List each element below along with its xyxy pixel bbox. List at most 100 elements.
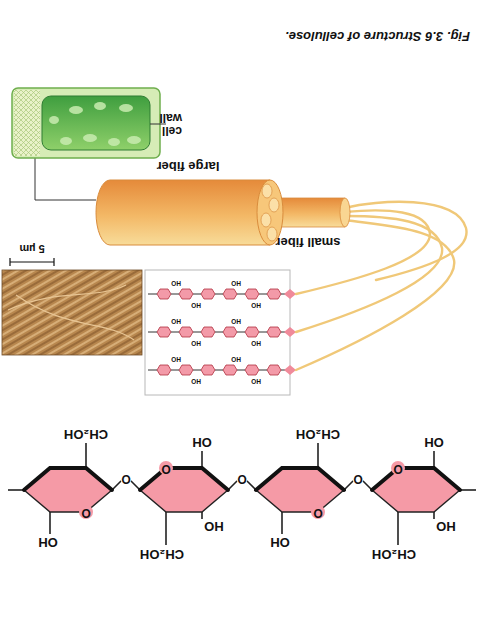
cell-wall-mesh xyxy=(14,90,40,156)
cell-interior xyxy=(42,96,150,150)
glycosidic-bond xyxy=(246,480,256,490)
substituent-bond xyxy=(165,512,167,545)
figure-label: small fiber xyxy=(275,235,340,249)
substituent-bond xyxy=(85,443,87,468)
substituent-bond xyxy=(49,512,51,534)
substituent-bond xyxy=(433,451,435,468)
atom-label: HO xyxy=(191,339,201,346)
substituent-bond xyxy=(433,512,435,519)
atom-label: HO xyxy=(171,355,181,362)
glucose-ring xyxy=(24,468,112,512)
chloroplast xyxy=(94,102,106,110)
chloroplast xyxy=(49,116,59,124)
oxygen-atom: O xyxy=(161,461,170,474)
scale-bar xyxy=(10,258,54,266)
large-fiber xyxy=(96,180,270,245)
figure-label: cell wall xyxy=(152,111,182,137)
ring-oxygen-masks xyxy=(79,461,405,519)
oxygen-mask xyxy=(236,472,248,484)
ring-front-edge xyxy=(140,468,228,490)
fiber-cross-sections xyxy=(261,184,279,241)
atom-label: HO xyxy=(171,279,181,286)
oxygen-atom: O xyxy=(121,471,130,484)
small-fiber-end xyxy=(340,198,350,227)
atom-label: HO xyxy=(251,377,261,384)
glucose-ring xyxy=(140,468,228,512)
oxygen-atom: O xyxy=(353,471,362,484)
scale-bar-tick xyxy=(9,258,10,266)
glycosidic-bond xyxy=(344,480,354,490)
microfibril-strand xyxy=(345,202,467,280)
glucose-chain xyxy=(148,327,296,337)
ring-front-edge xyxy=(372,468,460,490)
scale-bar-line xyxy=(10,261,54,262)
chloroplast xyxy=(127,136,141,144)
cell xyxy=(12,88,160,158)
oxygen-mask xyxy=(79,505,93,519)
chain-end-bond xyxy=(460,489,476,491)
atom-label: HO xyxy=(231,317,241,324)
oxygen-mask xyxy=(391,461,405,475)
chloroplasts xyxy=(49,102,141,146)
ring-front-edge xyxy=(256,468,344,490)
oxygen-atom: O xyxy=(237,471,246,484)
substituent-bond xyxy=(201,451,203,468)
ring-front-edge xyxy=(24,468,112,490)
oxygen-mask xyxy=(352,472,364,484)
glucose-ring xyxy=(256,468,344,512)
figure-label: large fiber xyxy=(157,159,220,173)
chloroplast xyxy=(83,134,97,142)
micrograph-texture xyxy=(8,285,134,340)
figure-caption: Fig. 3.6 Structure of cellulose. xyxy=(285,29,470,43)
chloroplast xyxy=(69,106,83,114)
atom-label: HO xyxy=(191,301,201,308)
oxygen-mask xyxy=(311,505,325,519)
fiber-cross-section xyxy=(261,213,271,227)
group-label: OH xyxy=(270,535,290,549)
group-label: OH xyxy=(38,535,58,549)
leader-line xyxy=(35,158,96,200)
glycosidic-bond xyxy=(112,480,122,490)
group-label: HO xyxy=(436,519,456,533)
glycosidic-bond xyxy=(228,480,238,490)
glycosidic-bond xyxy=(130,480,140,490)
oxygen-atom: O xyxy=(313,505,322,518)
atom-label: HO xyxy=(251,339,261,346)
group-label: CH₂OH xyxy=(140,547,184,561)
fiber-cross-section xyxy=(269,198,279,212)
oxygen-mask xyxy=(159,461,173,475)
atom-label: HO xyxy=(231,355,241,362)
bond-lines xyxy=(8,443,476,545)
glycosidic-bond xyxy=(362,480,372,490)
glucose-chain xyxy=(148,365,296,375)
oxygen-atom: O xyxy=(81,505,90,518)
oxygen-mask xyxy=(120,472,132,484)
group-label: OH xyxy=(424,435,444,449)
oxygen-atom: O xyxy=(393,461,402,474)
group-label: CH₂OH xyxy=(64,427,108,441)
glucose-ring xyxy=(372,468,460,512)
atom-label: HO xyxy=(171,317,181,324)
chloroplast xyxy=(119,104,133,112)
substituent-bond xyxy=(201,512,203,519)
substituent-bond xyxy=(397,512,399,545)
chloroplast xyxy=(60,137,72,145)
atom-label: HO xyxy=(251,301,261,308)
fiber-cross-section xyxy=(262,184,272,198)
substituent-bond xyxy=(317,443,319,468)
scale-bar-tick xyxy=(53,258,54,266)
group-label: HO xyxy=(204,519,224,533)
substituent-bond xyxy=(281,512,283,534)
micrograph xyxy=(2,270,142,355)
group-label: OH xyxy=(192,435,212,449)
glucose-rings xyxy=(24,468,460,512)
group-label: CH₂OH xyxy=(296,427,340,441)
atom-label: HO xyxy=(191,377,201,384)
chain-end-bond xyxy=(8,489,24,491)
glucose-chain xyxy=(148,289,296,299)
atom-label: HO xyxy=(231,279,241,286)
scale-label: 5 µm xyxy=(19,243,44,255)
bridge-oxygen-masks xyxy=(120,472,364,484)
